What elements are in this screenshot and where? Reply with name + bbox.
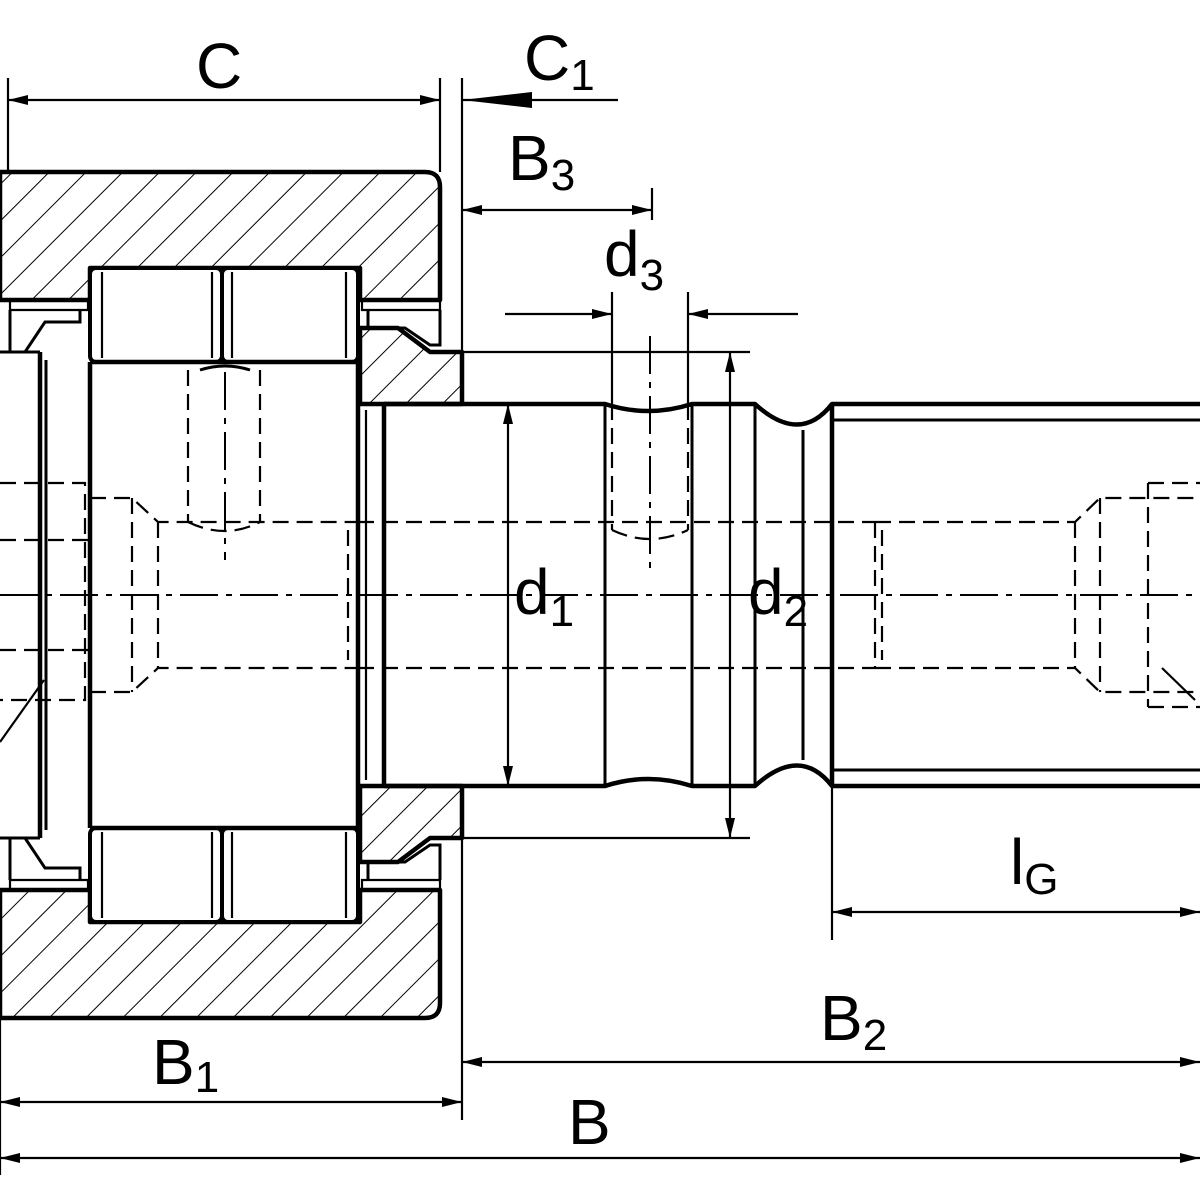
leader-line: [0, 679, 45, 743]
label-lG: lG: [1010, 826, 1058, 904]
label-B1: B1: [152, 1026, 219, 1102]
center-lines: [0, 336, 1200, 596]
rollers-bottom: [88, 826, 360, 924]
label-B3: B3: [508, 122, 575, 200]
seal-right: [360, 298, 442, 892]
dimension-labels: C C1 B3 d3 d1 d2 lG B2 B1 B: [152, 22, 1058, 1158]
label-d3: d3: [604, 218, 664, 300]
label-d2: d2: [748, 556, 808, 636]
label-B2: B2: [820, 982, 887, 1060]
label-B: B: [568, 1086, 611, 1158]
label-C: C: [196, 30, 242, 102]
dimension-lines: [0, 92, 1200, 1163]
label-C1: C1: [524, 22, 595, 100]
rollers-top: [88, 266, 360, 364]
label-d1: d1: [514, 556, 574, 636]
